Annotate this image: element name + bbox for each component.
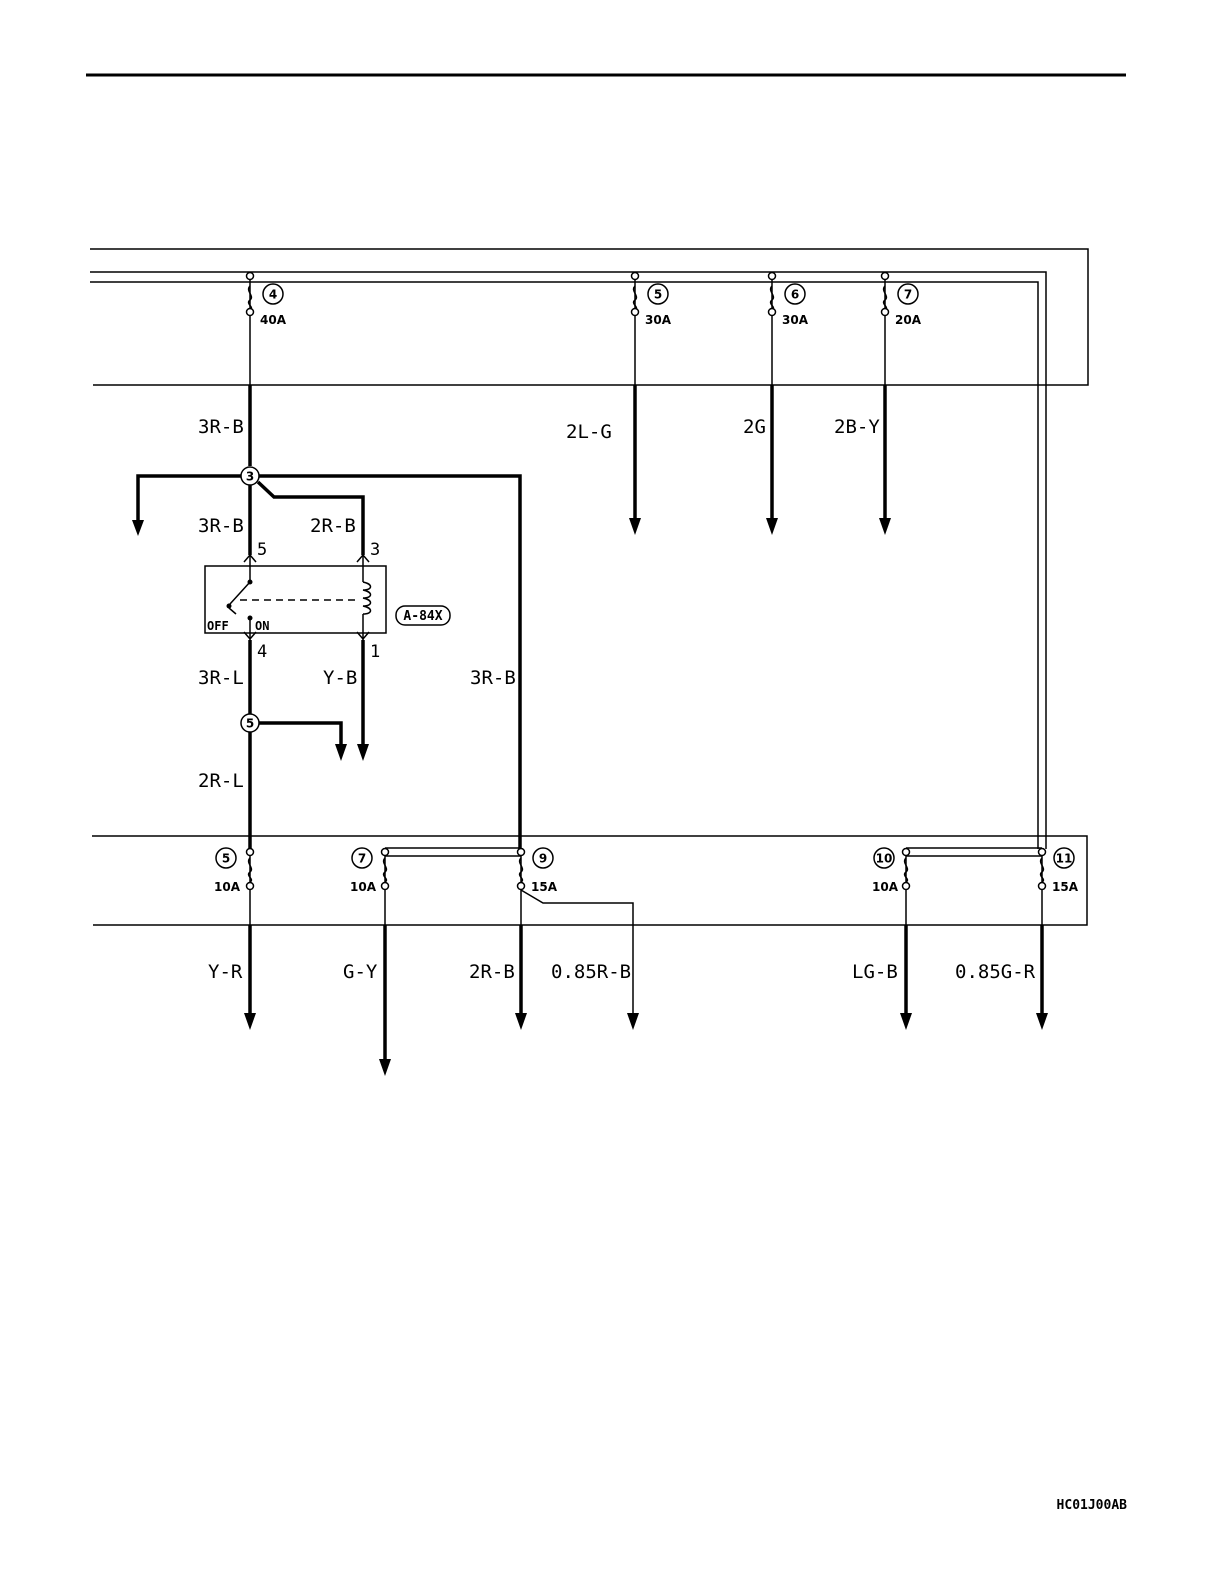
upper-fuse-5-rating: 30A xyxy=(645,313,672,327)
svg-text:9: 9 xyxy=(539,852,547,866)
wire-out-085g-r-label: 0.85G-R xyxy=(955,961,1036,983)
svg-text:15A: 15A xyxy=(1052,880,1079,894)
wire-out-085r-b xyxy=(521,890,633,1014)
svg-text:7: 7 xyxy=(358,852,366,866)
wire-fuse7-out-label: 2B-Y xyxy=(834,416,880,438)
arrow-out-085r-b xyxy=(627,1013,639,1030)
relay-on-label: ON xyxy=(255,619,269,633)
svg-text:15A: 15A xyxy=(531,880,558,894)
svg-text:10A: 10A xyxy=(214,880,241,894)
svg-text:3: 3 xyxy=(246,470,254,484)
upper-fuse-4-rating: 40A xyxy=(260,313,287,327)
lower-fuse-7: 7 10A xyxy=(350,848,389,894)
arrow-fuse7-out xyxy=(879,518,891,535)
wire-bypass-label: 3R-B xyxy=(470,667,516,689)
arrow-out-y-r xyxy=(244,1013,256,1030)
relay-code-badge: A-84X xyxy=(396,606,450,625)
wire-junction5-branch xyxy=(250,723,341,745)
wire-relay-switch-out-label: 3R-L xyxy=(198,667,244,689)
upper-fuse-7: 7 20A xyxy=(882,273,922,328)
relay-a-84x: OFF ON 5 3 4 1 xyxy=(205,540,386,662)
upper-fuse-6-number: 6 xyxy=(791,288,799,302)
wire-out-085r-b-label: 0.85R-B xyxy=(551,961,631,983)
wire-relay-coil-in-label: 2R-B xyxy=(310,515,356,537)
svg-text:10A: 10A xyxy=(350,880,377,894)
junction-5: 5 xyxy=(241,714,259,732)
upper-fuse-5-number: 5 xyxy=(654,288,662,302)
wire-fuse5-out-label: 2L-G xyxy=(566,421,612,443)
svg-text:10: 10 xyxy=(876,852,893,866)
arrow-out-2r-b xyxy=(515,1013,527,1030)
figure-code: HC01J00AB xyxy=(1057,1498,1128,1513)
svg-text:5: 5 xyxy=(246,717,254,731)
wire-out-2r-b-label: 2R-B xyxy=(469,961,515,983)
lower-fuse-9: 9 15A xyxy=(518,848,558,894)
arrow-fuse6-out xyxy=(766,518,778,535)
relay-pin-switch-out: 4 xyxy=(257,642,267,662)
arrow-fuse5-out xyxy=(629,518,641,535)
arrow-out-g-y xyxy=(379,1059,391,1076)
relay-pin-coil-out: 1 xyxy=(370,642,380,662)
lower-fuse-box xyxy=(92,836,1087,925)
wire-out-lg-b-label: LG-B xyxy=(852,961,898,983)
upper-fuse-5: 5 30A xyxy=(632,273,672,328)
wire-out-y-r-label: Y-R xyxy=(208,961,243,983)
wire-out-g-y-label: G-Y xyxy=(343,961,378,983)
lower-fuse-5: 5 10A xyxy=(214,848,254,894)
arrow-junction3-left xyxy=(132,520,144,536)
upper-fuse-box xyxy=(90,249,1088,849)
upper-fuse-7-number: 7 xyxy=(904,288,912,302)
junction-3: 3 xyxy=(241,467,259,485)
lower-fuse-11: 11 15A xyxy=(1039,848,1079,894)
arrow-relay-coil-out xyxy=(357,744,369,761)
wire-bypass xyxy=(250,476,520,849)
svg-text:11: 11 xyxy=(1056,852,1073,866)
upper-fuse-4-number: 4 xyxy=(269,288,277,302)
relay-off-label: OFF xyxy=(207,619,229,633)
upper-fuse-6: 6 30A xyxy=(769,273,809,328)
svg-text:10A: 10A xyxy=(872,880,899,894)
relay-pin-switch-in: 5 xyxy=(257,540,267,560)
relay-pin-coil-in: 3 xyxy=(370,540,380,560)
wire-relay-coil-out-label: Y-B xyxy=(323,667,357,689)
arrow-out-lg-b xyxy=(900,1013,912,1030)
wire-lower-feed-label: 2R-L xyxy=(198,770,244,792)
svg-text:5: 5 xyxy=(222,852,230,866)
upper-fuse-7-rating: 20A xyxy=(895,313,922,327)
wire-relay-switch-in-label: 3R-B xyxy=(198,515,244,537)
svg-text:A-84X: A-84X xyxy=(403,609,442,624)
arrow-junction5-branch xyxy=(335,744,347,761)
wire-fuse6-out-label: 2G xyxy=(743,416,766,438)
upper-fuse-6-rating: 30A xyxy=(782,313,809,327)
upper-fuse-4: 4 40A xyxy=(247,273,287,328)
wire-main-feed-label: 3R-B xyxy=(198,416,244,438)
lower-fuse-10: 10 10A xyxy=(872,848,910,894)
arrow-out-085g-r xyxy=(1036,1013,1048,1030)
